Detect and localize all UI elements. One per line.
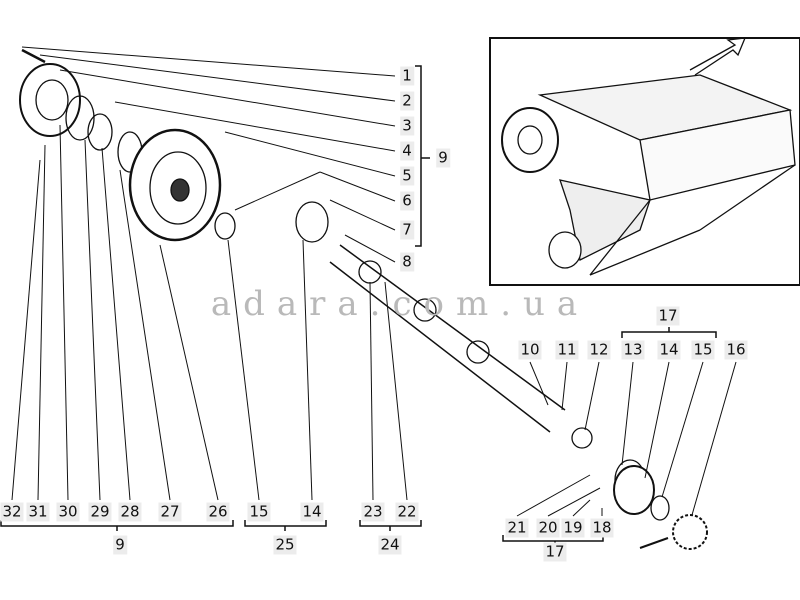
shaft	[329, 244, 593, 449]
part-callout: 8	[400, 252, 414, 272]
part-callout: 19	[561, 518, 585, 538]
part-callout: 6	[400, 191, 414, 211]
inset-frame	[489, 37, 800, 286]
group-callout: 24	[378, 535, 402, 555]
part-callout: 26	[206, 502, 230, 522]
part-callout: 32	[0, 502, 24, 522]
part-callout: 5	[400, 166, 414, 186]
part-callout: 14	[300, 502, 324, 522]
leader-lines	[11, 46, 737, 517]
group-callout: 9	[436, 148, 450, 168]
part-callout: 3	[400, 116, 414, 136]
part-callout: 18	[590, 518, 614, 538]
part-callout: 20	[536, 518, 560, 538]
part-callout: 30	[56, 502, 80, 522]
inset-machine-sketch	[501, 37, 796, 276]
part-callout: 10	[518, 340, 542, 360]
part-callout: 16	[724, 340, 748, 360]
group-callout: 17	[543, 542, 567, 562]
arrow-icon	[689, 37, 747, 76]
group-callout: 25	[273, 535, 297, 555]
part-callout: 4	[400, 141, 414, 161]
part-callout: 2	[400, 91, 414, 111]
part-callout: 22	[395, 502, 419, 522]
part-callout: 29	[88, 502, 112, 522]
hub-assembly	[613, 459, 708, 550]
group-callout: 9	[113, 535, 127, 555]
part-callout: 12	[587, 340, 611, 360]
part-callout: 28	[118, 502, 142, 522]
pulley-assembly	[19, 48, 329, 243]
group-callout: 17	[656, 306, 680, 326]
part-callout: 15	[247, 502, 271, 522]
part-callout: 11	[555, 340, 579, 360]
part-callout: 13	[621, 340, 645, 360]
part-callout: 1	[400, 66, 414, 86]
part-callout: 27	[158, 502, 182, 522]
part-callout: 7	[400, 220, 414, 240]
group-brackets	[0, 65, 717, 546]
part-callout: 23	[361, 502, 385, 522]
part-callout: 14	[657, 340, 681, 360]
part-callout: 31	[26, 502, 50, 522]
watermark: adara.com.ua	[210, 284, 590, 324]
part-callout: 15	[691, 340, 715, 360]
part-callout: 21	[505, 518, 529, 538]
